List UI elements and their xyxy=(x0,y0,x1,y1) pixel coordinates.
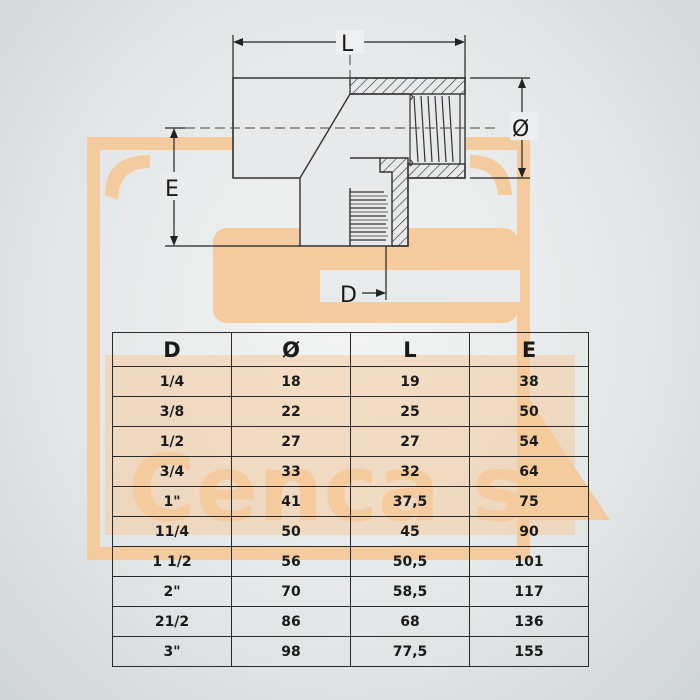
cell-diameter: 33 xyxy=(231,456,351,487)
table-header-row: D Ø L E xyxy=(112,332,589,367)
cell-diameter: 98 xyxy=(231,636,351,667)
cell-E: 155 xyxy=(469,636,589,667)
cell-L: 25 xyxy=(350,396,470,427)
cell-diameter: 27 xyxy=(231,426,351,457)
cell-E: 90 xyxy=(469,516,589,547)
cell-E: 50 xyxy=(469,396,589,427)
cell-L: 27 xyxy=(350,426,470,457)
dimension-E xyxy=(162,127,300,247)
dim-label-L: L xyxy=(341,32,354,57)
cell-D: 2" xyxy=(112,576,232,607)
cell-D: 3/4 xyxy=(112,456,232,487)
cell-L: 77,5 xyxy=(350,636,470,667)
cell-diameter: 22 xyxy=(231,396,351,427)
tee-fitting xyxy=(232,77,466,247)
cell-diameter: 41 xyxy=(231,486,351,517)
cell-E: 136 xyxy=(469,606,589,637)
table-row: 1/4 18 19 38 xyxy=(112,366,589,397)
table-row: 2" 70 58,5 117 xyxy=(112,576,589,607)
table-row: 1/2 27 27 54 xyxy=(112,426,589,457)
cell-L: 58,5 xyxy=(350,576,470,607)
dimensions-table: D Ø L E 1/4 18 19 38 3/8 22 25 50 1/2 27… xyxy=(112,332,589,667)
cell-E: 75 xyxy=(469,486,589,517)
table-row: 21/2 86 68 136 xyxy=(112,606,589,637)
table-row: 1" 41 37,5 75 xyxy=(112,486,589,517)
cell-L: 68 xyxy=(350,606,470,637)
cell-E: 101 xyxy=(469,546,589,577)
cell-E: 64 xyxy=(469,456,589,487)
cell-diameter: 86 xyxy=(231,606,351,637)
cell-diameter: 50 xyxy=(231,516,351,547)
header-diameter: Ø xyxy=(231,332,351,367)
cell-diameter: 18 xyxy=(231,366,351,397)
cell-diameter: 70 xyxy=(231,576,351,607)
header-L: L xyxy=(350,332,470,367)
cell-E: 38 xyxy=(469,366,589,397)
bottom-thread xyxy=(350,191,388,241)
cell-E: 54 xyxy=(469,426,589,457)
cell-D: 11/4 xyxy=(112,516,232,547)
table-row: 3/4 33 32 64 xyxy=(112,456,589,487)
cell-diameter: 56 xyxy=(231,546,351,577)
cell-E: 117 xyxy=(469,576,589,607)
header-D: D xyxy=(112,332,232,367)
cell-L: 19 xyxy=(350,366,470,397)
dim-label-D: D xyxy=(340,283,357,308)
cell-L: 50,5 xyxy=(350,546,470,577)
dimension-L xyxy=(232,30,466,78)
cell-L: 37,5 xyxy=(350,486,470,517)
dimension-diameter xyxy=(470,77,538,179)
cell-D: 1/4 xyxy=(112,366,232,397)
dimension-D xyxy=(362,246,387,300)
cell-D: 1/2 xyxy=(112,426,232,457)
cell-L: 32 xyxy=(350,456,470,487)
cell-D: 3/8 xyxy=(112,396,232,427)
table-row: 3" 98 77,5 155 xyxy=(112,636,589,667)
header-E: E xyxy=(469,332,589,367)
table-row: 3/8 22 25 50 xyxy=(112,396,589,427)
cell-D: 21/2 xyxy=(112,606,232,637)
right-thread xyxy=(409,93,461,167)
table-row: 1 1/2 56 50,5 101 xyxy=(112,546,589,577)
cell-L: 45 xyxy=(350,516,470,547)
table-row: 11/4 50 45 90 xyxy=(112,516,589,547)
cell-D: 1" xyxy=(112,486,232,517)
dim-label-E: E xyxy=(165,177,179,202)
cell-D: 1 1/2 xyxy=(112,546,232,577)
cell-D: 3" xyxy=(112,636,232,667)
dim-label-diameter: Ø xyxy=(512,117,529,142)
